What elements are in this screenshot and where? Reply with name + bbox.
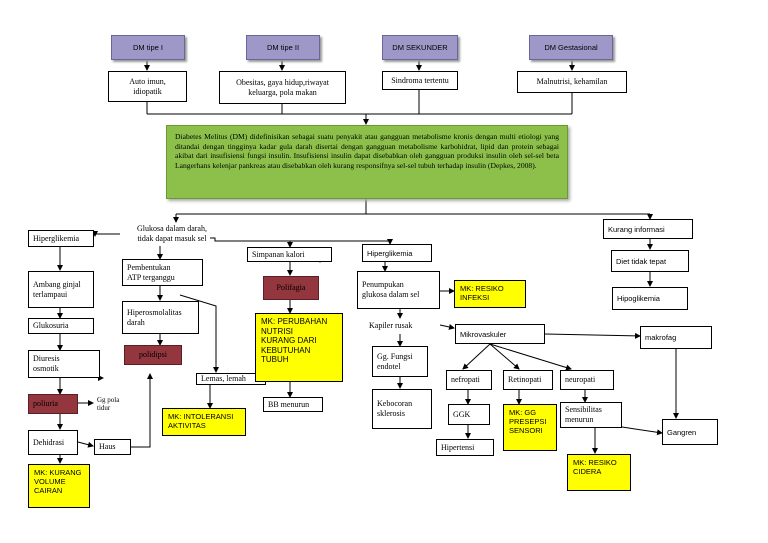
dm-type-1-box: DM tipe I bbox=[111, 35, 185, 60]
ambang-ginjal-box: Ambang ginjal terlampaui bbox=[28, 271, 94, 308]
lemas-lemah-box: Lemas, lemah bbox=[196, 373, 266, 385]
kurang-informasi-box: Kurang informasi bbox=[603, 219, 693, 239]
cause-dm-sekunder-box: Sindroma tertentu bbox=[382, 71, 458, 90]
kebocoran-sklerosis-box: Kebocoran sklerosis bbox=[372, 389, 432, 429]
cause-dm1-box: Auto imun, idiopatik bbox=[108, 71, 187, 102]
ggk-box: GGK bbox=[448, 404, 490, 425]
glukosuria-box: Glukosuria bbox=[28, 318, 94, 334]
neuropati-box: neuropati bbox=[560, 370, 614, 390]
dm-type-2-box: DM tipe II bbox=[246, 35, 320, 60]
hipertensi-box: Hipertensi bbox=[436, 439, 494, 456]
poliuria-box: poliuria bbox=[28, 394, 78, 414]
cause-dm-gestasional-box: Malnutrisi, kehamilan bbox=[517, 71, 627, 93]
kapiler-rusak-text: Kapiler rusak bbox=[369, 320, 413, 330]
makrofag-box: makrofag bbox=[640, 326, 712, 349]
mikrovaskuler-box: Mikrovaskuler bbox=[455, 324, 545, 344]
mk-kurang-volume-box: MK: KURANG VOLUME CAIRAN bbox=[28, 464, 90, 508]
haus-box: Haus bbox=[94, 439, 131, 455]
mk-gg-persepsi-box: MK: GG PRESEPSI SENSORI bbox=[503, 404, 557, 451]
hiperglikemia-mid-box: Hiperglikemia bbox=[362, 244, 432, 262]
diuresis-osmotik-box: Diuresis osmotik bbox=[28, 350, 100, 378]
polifagia-box: Polifagia bbox=[263, 276, 319, 300]
mk-perubahan-nutrisi-box: MK: PERUBAHAN NUTRISI KURANG DARI KEBUTU… bbox=[255, 313, 343, 382]
polidipsi-box: polidipsi bbox=[124, 345, 182, 365]
dm-gestasional-box: DM Gestasional bbox=[529, 35, 613, 60]
gangren-box: Gangren bbox=[662, 419, 718, 445]
sensibilitas-menurun-box: Sensibilitas menurun bbox=[560, 402, 622, 428]
mk-intoleransi-box: MK: INTOLERANSI AKTIVITAS bbox=[162, 408, 246, 436]
dm-definition-box: Diabetes Melitus (DM) didefinisikan seba… bbox=[166, 125, 568, 199]
simpanan-kalori-box: Simpanan kalori bbox=[247, 247, 332, 262]
nefropati-box: nefropati bbox=[446, 370, 492, 390]
dehidrasi-box: Dehidrasi bbox=[28, 430, 78, 455]
glukosa-node: Glukosa dalam darah, tidak dapat masuk s… bbox=[137, 224, 207, 243]
retinopati-box: Retinopati bbox=[503, 370, 553, 390]
gg-pola-tidur-text: Gg pola tidur bbox=[97, 395, 120, 412]
diet-tidak-tepat-box: Diet tidak tepat bbox=[611, 250, 689, 272]
cause-dm2-box: Obesitas, gaya hidup,riwayat keluarga, p… bbox=[219, 71, 346, 104]
bb-menurun-box: BB menurun bbox=[263, 397, 323, 412]
gg-fungsi-endotel-box: Gg. Fungsi endotel bbox=[372, 346, 428, 377]
hiperosmolalitas-box: Hiperosmolalitas darah bbox=[122, 301, 199, 334]
penumpukan-glukosa-box: Penumpukan glukosa dalam sel bbox=[357, 271, 440, 309]
hiperglikemia-left-box: Hiperglikemia bbox=[28, 230, 94, 247]
dm-sekunder-box: DM SEKUNDER bbox=[382, 35, 458, 60]
pembentukan-atp-box: Pembentukan ATP terganggu bbox=[122, 259, 203, 286]
mk-resiko-infeksi-box: MK: RESIKO INFEKSI bbox=[454, 280, 526, 308]
mk-resiko-cidera-box: MK: RESIKO CIDERA bbox=[567, 454, 631, 491]
hipoglikemia-box: Hipoglikemia bbox=[612, 287, 688, 310]
